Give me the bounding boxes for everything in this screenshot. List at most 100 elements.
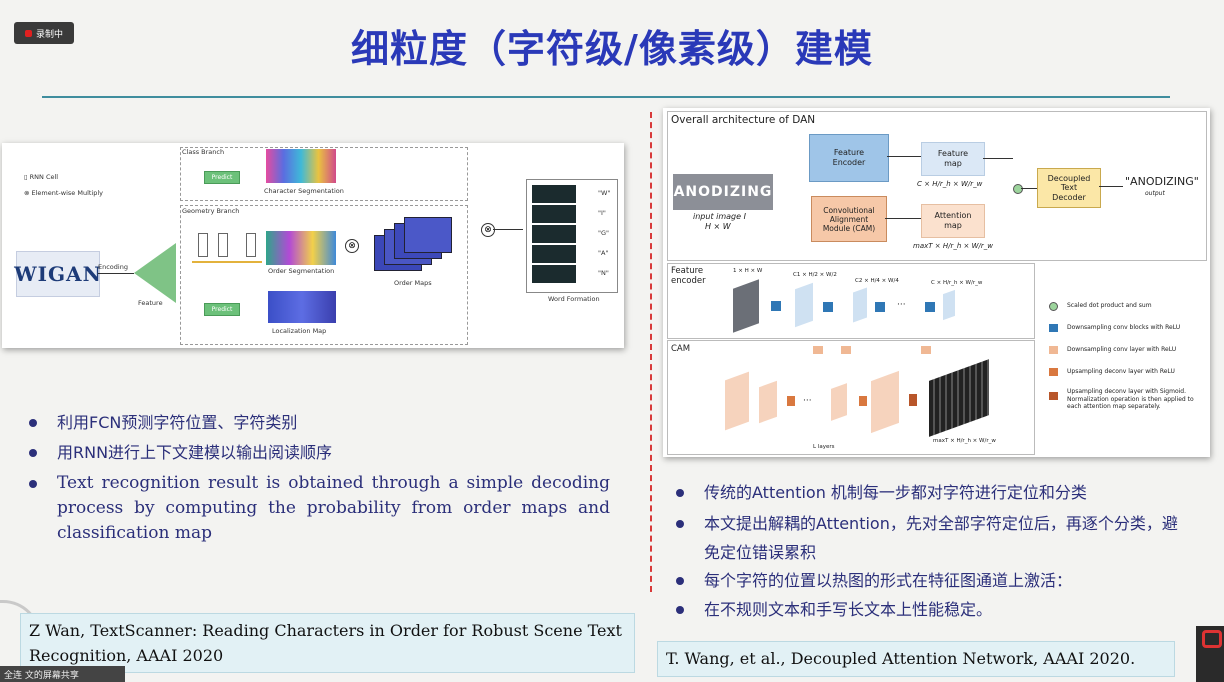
- legend-swatch: [1049, 346, 1058, 354]
- predict-button-geometry: Predict: [204, 303, 240, 316]
- input-caption: input image I: [693, 212, 746, 221]
- output-char: "W": [598, 189, 611, 197]
- rnn-cell-1: [198, 233, 208, 257]
- right-bullet: 每个字符的位置以热图的形式在特征图通道上激活：: [676, 568, 1184, 593]
- left-bullet: Text recognition result is obtained thro…: [29, 471, 610, 546]
- output-char: "A": [598, 249, 609, 257]
- bullet-icon: [29, 419, 37, 427]
- legend-label: Upsampling deconv layer with ReLU: [1067, 368, 1175, 375]
- citation-left: Z Wan, TextScanner: Reading Characters i…: [20, 613, 635, 673]
- enc-dim: C × H/r_h × W/r_w: [931, 280, 983, 286]
- cam-out-dim: maxT × H/r_h × W/r_w: [933, 438, 996, 444]
- bullet-text: 在不规则文本和手写长文本上性能稳定。: [704, 600, 993, 619]
- cam-panel-label: CAM: [671, 344, 691, 354]
- dot-product-icon: [1013, 184, 1023, 194]
- bullet-icon: [676, 606, 684, 614]
- bullet-text: 用RNN进行上下文建模以输出阅读顺序: [57, 443, 333, 462]
- word-map-1: [532, 185, 576, 203]
- recording-badge[interactable]: 录制中: [14, 22, 74, 44]
- arrow: [1021, 188, 1037, 189]
- order-map-4: [404, 217, 452, 253]
- bullet-text: 利用FCN预测字符位置、字符类别: [57, 413, 298, 432]
- word-formation-label: Word Formation: [548, 295, 600, 303]
- order-seg-label: Order Segmentation: [268, 267, 335, 275]
- multiply-icon-final: ⊗: [481, 223, 495, 237]
- encoder-panel: [667, 263, 1035, 339]
- arrow: [885, 218, 921, 219]
- feature-map-box: Feature map: [921, 142, 985, 176]
- legend-label: Upsampling deconv layer with Sigmoid. No…: [1067, 388, 1194, 410]
- encoding-label: Encoding: [98, 263, 128, 271]
- cam-layer: [759, 380, 777, 424]
- conv-block: [823, 302, 833, 312]
- dan-figure-title: Overall architecture of DAN: [671, 114, 816, 126]
- right-bullet: 在不规则文本和手写长文本上性能稳定。: [676, 597, 1184, 622]
- legend-dot-icon: [1049, 302, 1058, 311]
- screen-share-bar[interactable]: 全连 文的屏幕共享: [0, 666, 125, 682]
- right-bullet: 本文提出解耦的Attention，先对全部字符定位后，再逐个分类，避免定位错误累…: [676, 509, 1178, 567]
- bullet-icon: [676, 520, 684, 528]
- input-dim: H × W: [705, 222, 731, 231]
- rnn-cell-2: [218, 233, 228, 257]
- legend-swatch: [1049, 368, 1058, 376]
- output-text: "ANODIZING": [1125, 175, 1199, 188]
- bullet-text: 本文提出解耦的Attention，先对全部字符定位后，再逐个分类，避免定位错误累…: [704, 514, 1178, 562]
- ellipsis: ···: [897, 300, 906, 310]
- loc-map-label: Localization Map: [272, 327, 327, 335]
- rnn-link: [192, 261, 262, 263]
- predict-button-class: Predict: [204, 171, 240, 184]
- input-word: WIGAN: [14, 262, 102, 286]
- output-char: "G": [598, 229, 610, 237]
- cam-down-block: [841, 346, 851, 354]
- left-bullet: 用RNN进行上下文建模以输出阅读顺序: [29, 440, 617, 465]
- bullet-icon: [29, 449, 37, 457]
- attention-map-box: Attention map: [921, 204, 985, 238]
- localization-map: [268, 291, 336, 323]
- geometry-branch-box: [180, 205, 468, 345]
- arrow: [983, 158, 1013, 159]
- legend-swatch: [1049, 392, 1058, 400]
- class-branch-label: Class Branch: [182, 148, 225, 156]
- conv-block: [771, 301, 781, 311]
- legend-label: Downsampling conv layer with ReLU: [1067, 346, 1177, 353]
- cam-down-block: [921, 346, 931, 354]
- enc-dim: C2 × H/4 × W/4: [855, 278, 899, 284]
- cam-up-block: [787, 396, 795, 406]
- bullet-icon: [29, 480, 37, 488]
- cam-layer: [725, 371, 749, 431]
- recording-label: 录制中: [35, 29, 63, 40]
- rnn-cell-3: [246, 233, 256, 257]
- bullet-icon: [676, 489, 684, 497]
- arrow: [887, 156, 921, 157]
- slide-title: 细粒度（字符级/像素级）建模: [351, 27, 873, 71]
- output-char: "N": [598, 269, 609, 277]
- multiply-icon: ⊗: [345, 239, 359, 253]
- bullet-icon: [676, 577, 684, 585]
- legend-swatch: [1049, 324, 1058, 332]
- feature-label: Feature: [138, 299, 163, 307]
- word-map-4: [532, 245, 576, 263]
- feature-layer: [943, 289, 955, 321]
- encoder-panel-label: Feature encoder: [671, 266, 706, 287]
- word-map-5: [532, 265, 576, 283]
- app-corner-icon[interactable]: [1196, 626, 1224, 682]
- feature-layer: [795, 282, 813, 328]
- legend-multiply: ⊗ Element-wise Multiply: [24, 189, 104, 197]
- cam-layer: [871, 370, 899, 434]
- order-maps-label: Order Maps: [394, 279, 432, 287]
- input-image: WIGAN: [14, 251, 102, 297]
- output-char: "I": [598, 209, 606, 217]
- char-seg-label: Character Segmentation: [264, 187, 344, 195]
- left-bullet: 利用FCN预测字符位置、字符类别: [29, 410, 617, 435]
- word-formation-arrow: [493, 229, 523, 230]
- output-caption: output: [1145, 190, 1165, 197]
- layers-label: L layers: [813, 444, 835, 450]
- column-divider: [650, 112, 652, 592]
- order-seg-map: [266, 231, 336, 265]
- bullet-text: 每个字符的位置以热图的形式在特征图通道上激活：: [704, 571, 1073, 590]
- word-formation-box: [526, 179, 618, 293]
- attention-dim: maxT × H/r_h × W/r_w: [913, 242, 993, 250]
- anodizing-input-image: ANODIZING: [673, 174, 773, 210]
- legend-rnn-cell: ▯ RNN Cell: [24, 173, 59, 181]
- conv-block: [875, 302, 885, 312]
